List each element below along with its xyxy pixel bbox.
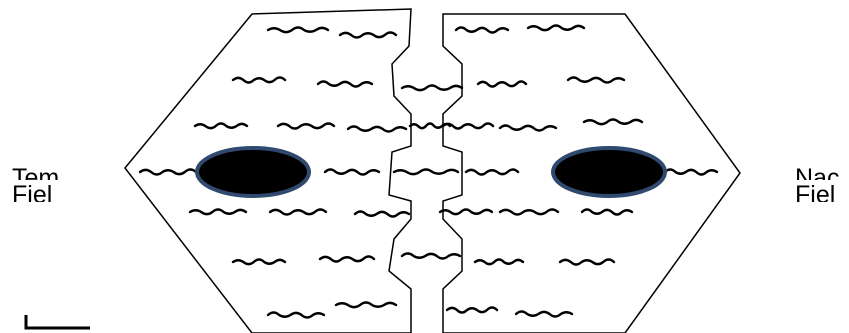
- wavy-line-icon: [233, 260, 285, 265]
- wavy-line-icon: [568, 78, 624, 83]
- wavy-line-icon: [456, 28, 508, 33]
- wavy-line-icon: [665, 170, 717, 175]
- right-label-line-2: Fiel: [795, 185, 835, 202]
- wavy-line-icon: [475, 260, 523, 265]
- right-nucleus: [553, 148, 665, 196]
- wavy-line-icon: [348, 127, 406, 132]
- wavy-line-icon: [318, 82, 372, 87]
- wavy-line-icon: [355, 212, 409, 217]
- wavy-line-icon: [268, 28, 328, 33]
- wavy-line-icon: [340, 33, 396, 38]
- wavy-line-icon: [584, 120, 642, 125]
- wavy-line-icon: [478, 82, 526, 87]
- wavy-line-icon: [140, 170, 196, 175]
- wavy-line-icon: [516, 312, 572, 317]
- wavy-line-icon: [560, 260, 614, 265]
- wavy-line-icon: [394, 170, 458, 175]
- wavy-line-icon: [500, 126, 556, 131]
- scale-bar-icon: [26, 315, 90, 328]
- wavy-line-icon: [447, 308, 497, 313]
- wavy-line-icon: [268, 313, 324, 318]
- wavy-line-icon: [278, 124, 334, 129]
- right-label-line-1: Nac: [795, 168, 839, 180]
- left-nucleus: [197, 148, 309, 196]
- wavy-line-icon: [325, 170, 379, 175]
- wavy-line-icon: [466, 170, 518, 175]
- wavy-line-icon: [270, 210, 326, 215]
- wavy-line-icon: [500, 210, 558, 215]
- wavy-line-icon: [582, 210, 632, 215]
- wavy-line-icon: [528, 26, 584, 31]
- wavy-line-icon: [195, 124, 247, 129]
- wavy-line-icon: [440, 210, 492, 215]
- wavy-line-icon: [320, 257, 374, 262]
- wavy-line-icon: [190, 210, 246, 215]
- left-label-line-2: Fiel: [12, 185, 52, 202]
- wavy-line-icon: [402, 254, 460, 259]
- wavy-line-icon: [233, 78, 285, 83]
- wavy-line-icon: [336, 303, 396, 308]
- wavy-line-icon: [402, 86, 462, 91]
- left-label-line-1: Tem: [12, 168, 59, 180]
